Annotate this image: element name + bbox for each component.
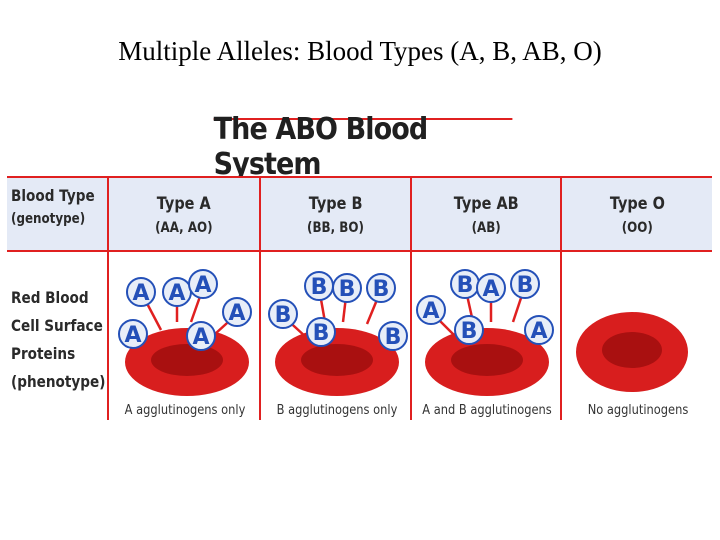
rbc-label-line: Cell Surface (11, 316, 103, 335)
svg-text:A: A (124, 323, 141, 348)
cell-type-b: B B B B B B B agglutinogens only (263, 258, 411, 420)
antigen-a-icon: A A A A A A (118, 269, 252, 351)
header-type-a: Type A (AA, AO) (109, 182, 259, 248)
type-label: Type A (157, 194, 211, 214)
figure-title: The ABO Blood System (213, 112, 513, 182)
antigen-b-icon: B B B B B B (268, 271, 408, 351)
red-blood-cell-a: A A A A A A (118, 269, 252, 396)
header-band (7, 178, 712, 250)
genotype-value: (OO) (621, 220, 653, 236)
svg-text:A: A (422, 299, 439, 324)
svg-text:A: A (168, 281, 185, 306)
grid-line-middle (7, 250, 712, 252)
red-blood-cell-ab: A B A B B A (416, 269, 554, 396)
svg-text:B: B (339, 277, 356, 302)
genotype-label: (genotype) (11, 211, 86, 227)
cell-type-o: No agglutinogens (564, 258, 712, 420)
svg-text:B: B (517, 273, 534, 298)
rbc-label-line: Red Blood (11, 288, 89, 307)
grid-col-line (560, 176, 562, 420)
grid-col-line (107, 176, 109, 420)
type-label: Type AB (453, 194, 519, 214)
type-label: Type O (609, 194, 665, 214)
svg-text:B: B (373, 277, 390, 302)
grid-col-line (410, 176, 412, 420)
phenotype-label: (phenotype) (11, 372, 106, 391)
grid-line-top (7, 176, 712, 178)
caption: B agglutinogens only (276, 403, 398, 418)
caption: A agglutinogens only (124, 403, 246, 418)
type-label: Type B (308, 194, 363, 214)
svg-text:A: A (228, 301, 245, 326)
blood-type-label: Blood Type (11, 186, 95, 205)
slide-title: Multiple Alleles: Blood Types (A, B, AB,… (118, 36, 602, 66)
rbc-label-line: Proteins (11, 344, 76, 363)
genotype-value: (AA, AO) (155, 220, 213, 236)
svg-text:A: A (192, 325, 209, 350)
svg-text:A: A (194, 273, 211, 298)
abo-blood-system-figure: The ABO Blood System Blood Type (genotyp… (7, 112, 712, 420)
svg-text:B: B (311, 275, 328, 300)
svg-text:B: B (461, 319, 478, 344)
cell-type-ab: A B A B B A A and B agglutinogens (413, 258, 561, 420)
header-type-o: Type O (OO) (562, 182, 712, 248)
svg-text:B: B (313, 321, 330, 346)
grid-col-line (259, 176, 261, 420)
cell-type-a: A A A A A A A agglutinogens only (111, 258, 259, 420)
antigen-ab-icon: A B A B B A (416, 269, 554, 345)
header-type-b: Type B (BB, BO) (261, 182, 410, 248)
genotype-value: (BB, BO) (307, 220, 364, 236)
caption: No agglutinogens (587, 403, 689, 418)
caption: A and B agglutinogens (422, 403, 552, 418)
genotype-value: (AB) (471, 220, 501, 236)
svg-text:A: A (482, 277, 499, 302)
svg-text:A: A (132, 281, 149, 306)
header-type-ab: Type AB (AB) (412, 182, 560, 248)
svg-text:B: B (275, 303, 292, 328)
svg-text:B: B (457, 273, 474, 298)
row-label-blood-type: Blood Type (genotype) (11, 186, 109, 227)
svg-text:A: A (530, 319, 547, 344)
red-blood-cell-o (576, 312, 688, 392)
svg-text:B: B (385, 325, 402, 350)
red-blood-cell-b: B B B B B B (268, 271, 408, 396)
row-label-rbc: Red Blood Cell Surface Proteins (phenoty… (11, 284, 122, 396)
